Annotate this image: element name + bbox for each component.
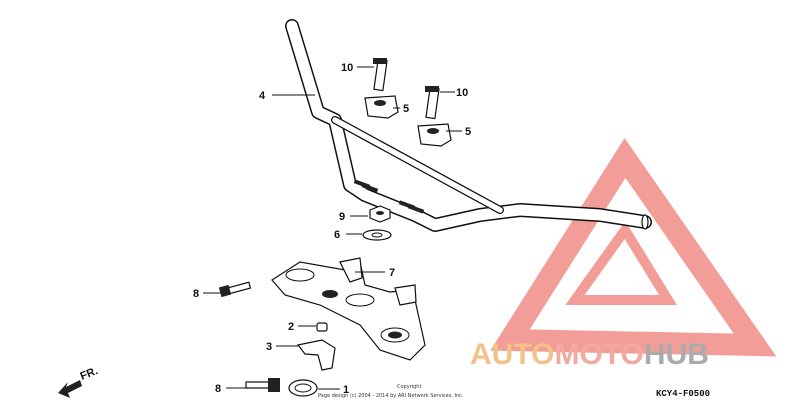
cap-2 bbox=[316, 322, 328, 332]
bolt-8-upper bbox=[218, 281, 252, 298]
watermark-moto: MOTO bbox=[554, 338, 643, 371]
holder-upper-left bbox=[364, 95, 399, 119]
callout-1: 1 bbox=[343, 384, 349, 396]
front-arrow-label: FR. bbox=[79, 365, 100, 383]
callout-10-right: 10 bbox=[456, 87, 468, 99]
front-arrow-icon: FR. bbox=[58, 365, 100, 398]
callout-9: 9 bbox=[339, 211, 345, 223]
clamp-3 bbox=[296, 339, 336, 371]
copyright-line1: Copyright bbox=[397, 384, 421, 390]
washer-6 bbox=[362, 229, 392, 241]
top-bridge-7 bbox=[271, 257, 426, 361]
diagram-code: KCY4-F0500 bbox=[656, 389, 710, 399]
holder-upper-right bbox=[417, 123, 452, 147]
copyright-line2: Page design (c) 2004 - 2014 by ARI Netwo… bbox=[318, 393, 464, 399]
bolt-10-left bbox=[373, 58, 388, 92]
callout-8-lower: 8 bbox=[215, 383, 221, 395]
watermark-text: AUTOMOTOHUB bbox=[470, 338, 709, 371]
callout-5-lower: 5 bbox=[465, 126, 471, 138]
callout-4: 4 bbox=[259, 90, 266, 102]
leader-lines bbox=[203, 66, 462, 390]
watermark-hub: HUB bbox=[644, 338, 709, 371]
callout-2: 2 bbox=[288, 321, 294, 333]
handlebar bbox=[285, 19, 652, 232]
callout-3: 3 bbox=[266, 341, 272, 353]
nut-9 bbox=[369, 205, 391, 223]
callout-8-upper: 8 bbox=[193, 288, 199, 300]
callout-7: 7 bbox=[389, 267, 395, 279]
callout-6: 6 bbox=[334, 229, 340, 241]
bolt-8-lower bbox=[245, 378, 280, 392]
watermark-logo bbox=[490, 138, 777, 357]
seal-1 bbox=[288, 379, 318, 397]
bolt-10-right bbox=[425, 86, 440, 120]
callout-10-left: 10 bbox=[341, 62, 353, 74]
callout-5-upper: 5 bbox=[403, 103, 409, 115]
watermark-auto: AUTO bbox=[470, 338, 554, 371]
